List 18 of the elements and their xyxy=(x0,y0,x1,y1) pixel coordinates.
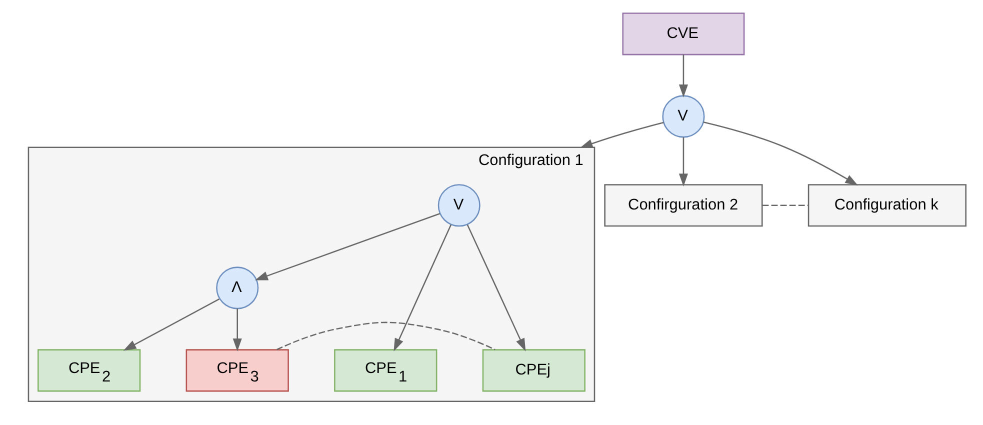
connector xyxy=(276,322,495,350)
arrow xyxy=(466,224,526,352)
node-circle: V xyxy=(437,184,480,227)
node-box: CVE xyxy=(622,12,744,56)
connector xyxy=(762,204,808,206)
arrow xyxy=(579,122,664,148)
node-box: Configuration k xyxy=(807,184,966,227)
arrow xyxy=(702,122,858,186)
arrow xyxy=(678,54,688,98)
arrow xyxy=(232,308,242,352)
arrow xyxy=(254,213,440,280)
arrow xyxy=(122,298,219,351)
arrow xyxy=(393,224,452,352)
node-box: Confirguration 2 xyxy=(604,184,762,227)
node-box: CPEj xyxy=(482,349,585,392)
node-circle: V xyxy=(662,95,704,138)
arrow xyxy=(678,137,688,187)
node-circle: Λ xyxy=(216,266,258,310)
